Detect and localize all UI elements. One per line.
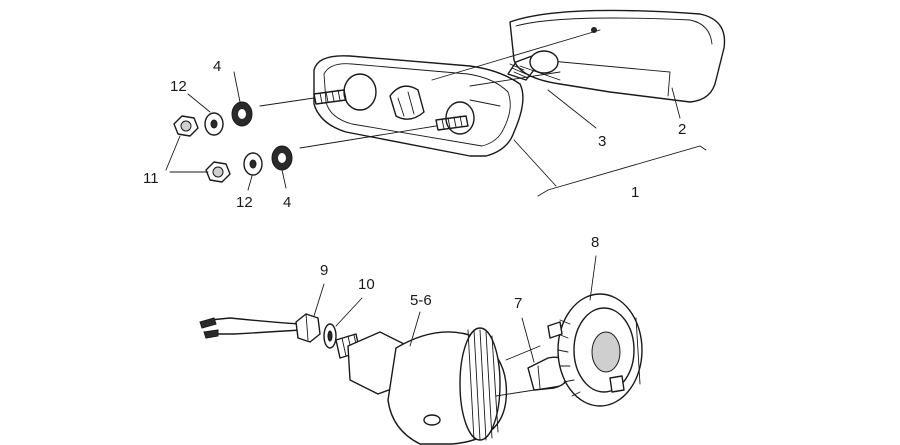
label-part-10: 10 [358,276,375,293]
label-part-1: 1 [631,184,639,201]
tail-light-assembly [165,9,726,197]
washer-lower [243,152,263,176]
label-part-9: 9 [320,262,328,279]
washer-upper [204,112,224,136]
lock-washer-upper [231,101,253,127]
mounting-studs [313,89,469,131]
nut-lower [205,161,231,183]
label-part-3: 3 [598,133,606,150]
assembly-bracket [537,145,707,197]
tail-housing [313,55,524,157]
indicator-wires [199,317,301,339]
label-part-12-lower: 12 [236,194,253,211]
lock-washer-lower [271,145,293,171]
label-part-4-upper: 4 [213,58,221,75]
label-part-11: 11 [143,170,159,187]
tail-guide-lines [259,29,601,149]
label-part-5-6: 5-6 [410,292,432,309]
nut-upper [173,115,199,137]
label-part-12-upper: 12 [170,78,187,95]
turn-indicator-assembly [199,255,643,445]
indicator-lens [547,293,643,407]
indicator-body [347,327,508,445]
label-part-2: 2 [678,121,686,138]
indicator-washer [323,323,337,349]
label-part-4-lower: 4 [283,194,291,211]
indicator-nut [295,313,321,343]
label-part-8: 8 [591,234,599,251]
label-part-7: 7 [514,295,522,312]
